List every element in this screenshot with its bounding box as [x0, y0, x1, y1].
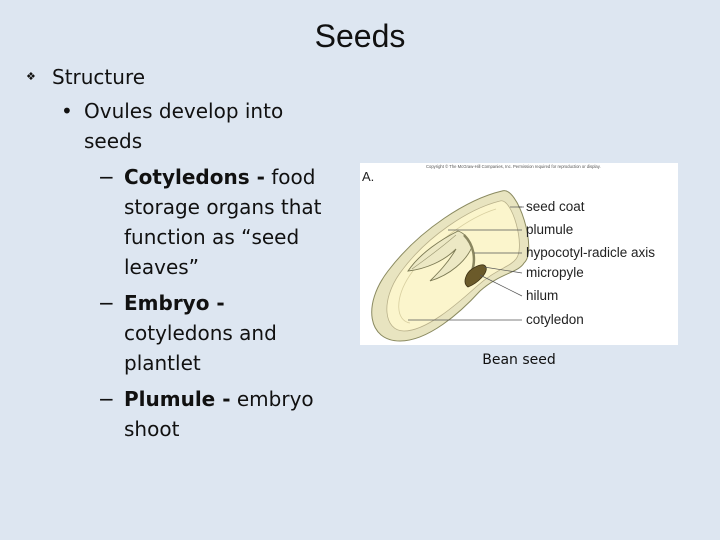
leader-hilum: [479, 274, 523, 297]
embryo-desc-1: cotyledons and: [124, 321, 277, 345]
hypocotyl-shape: [463, 234, 476, 272]
bullet-ovules-line1: Ovules develop into: [84, 99, 284, 123]
plumule-desc-1: embryo: [230, 387, 314, 411]
bullet-structure-text: Structure: [52, 65, 146, 89]
bullet-cotyledons: − Cotyledons - food storage organs that …: [24, 162, 354, 282]
dash-bullet-icon: −: [98, 165, 115, 189]
slide-title: Seeds: [314, 18, 406, 54]
term-cotyledons: Cotyledons -: [124, 165, 265, 189]
label-plumule: plumule: [526, 222, 573, 237]
slide-content: ❖ Structure • Ovules develop into seeds …: [24, 62, 354, 444]
cotyledons-desc-3: function as “seed: [124, 225, 300, 249]
radicle-shape: [464, 264, 487, 288]
leader-micropyle: [483, 266, 523, 274]
diamond-bullet-icon: ❖: [26, 70, 36, 83]
bean-seed-diagram: Copyright © The McGraw-Hill Companies, I…: [362, 164, 655, 342]
copyright-notice: Copyright © The McGraw-Hill Companies, I…: [426, 164, 601, 169]
dash-bullet-icon: −: [98, 291, 115, 315]
plumule-desc-2: shoot: [124, 417, 180, 441]
label-seed-coat: seed coat: [526, 199, 585, 214]
embryo-desc-2: plantlet: [124, 351, 201, 375]
label-cotyledon: cotyledon: [526, 312, 584, 327]
bullet-structure: ❖ Structure: [24, 62, 354, 92]
label-hypocotyl-radicle-axis: hypocotyl-radicle axis: [526, 245, 655, 260]
bullet-embryo: − Embryo - cotyledons and plantlet: [24, 288, 354, 378]
cotyledons-desc-1: food: [264, 165, 316, 189]
cotyledons-desc-4: leaves”: [124, 255, 200, 279]
term-embryo: Embryo -: [124, 291, 225, 315]
term-plumule: Plumule -: [124, 387, 231, 411]
label-micropyle: micropyle: [526, 265, 584, 280]
bean-seed-figure: Copyright © The McGraw-Hill Companies, I…: [360, 163, 678, 345]
dot-bullet-icon: •: [61, 99, 73, 123]
plumule-vein: [411, 234, 457, 270]
bullet-plumule: − Plumule - embryo shoot: [24, 384, 354, 444]
panel-letter: A.: [362, 169, 374, 184]
figure-caption: Bean seed: [482, 352, 556, 368]
label-hilum: hilum: [526, 288, 558, 303]
dash-bullet-icon: −: [98, 387, 115, 411]
bullet-ovules-line2: seeds: [84, 129, 143, 153]
cotyledon-contour: [398, 208, 497, 324]
bullet-ovules: • Ovules develop into seeds: [24, 96, 354, 156]
cotyledons-desc-2: storage organs that: [124, 195, 322, 219]
